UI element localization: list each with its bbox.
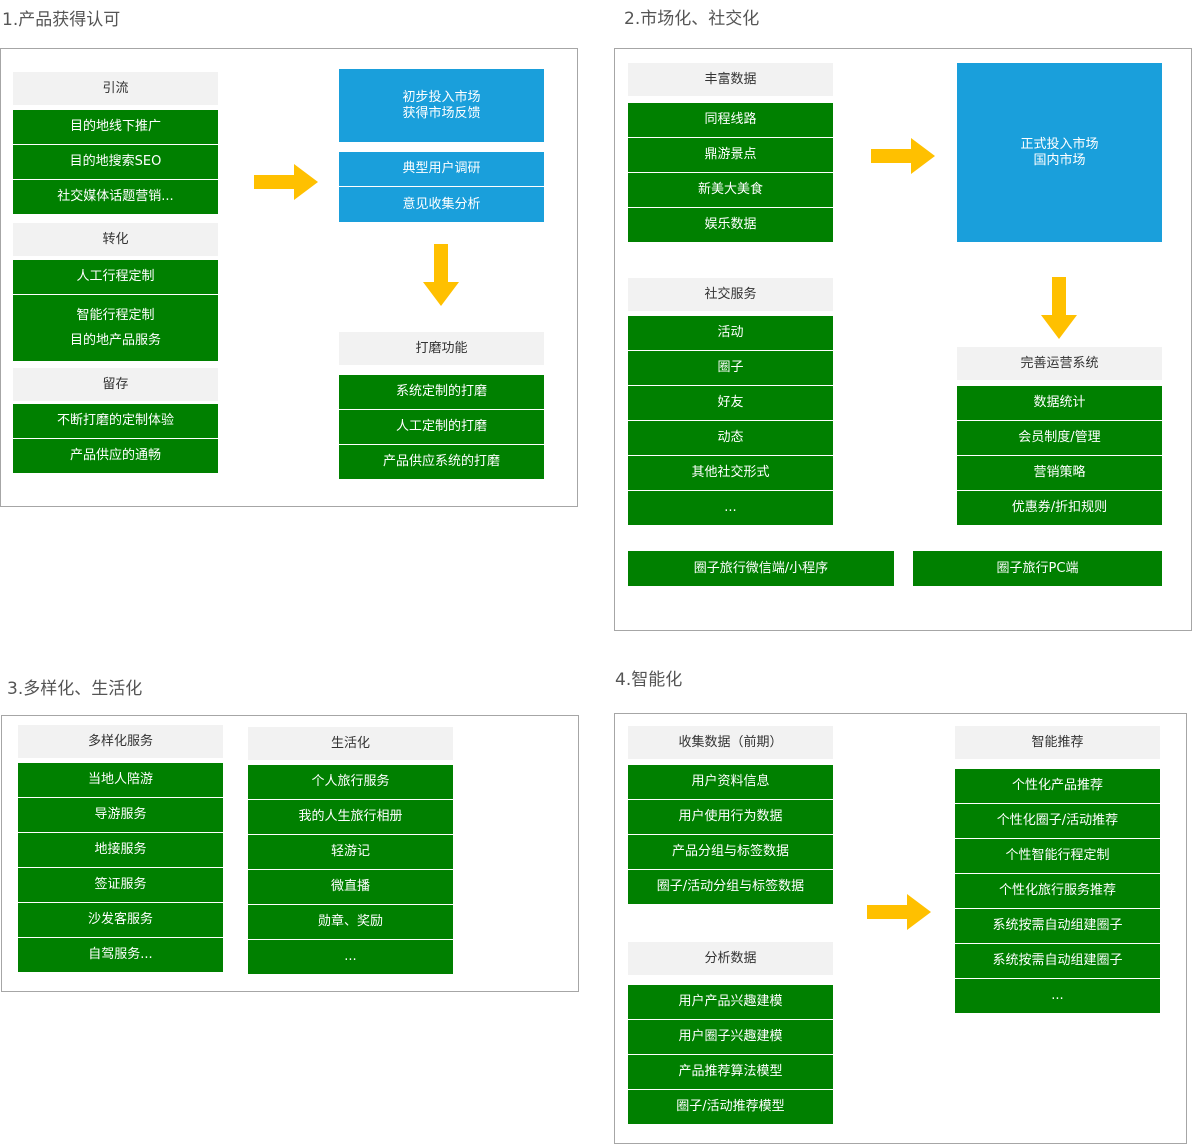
diverse-item: 导游服务 <box>18 797 223 832</box>
polish-item: 系统定制的打磨 <box>339 375 544 409</box>
recommend-header: 智能推荐 <box>955 726 1160 759</box>
diverse-item: 自驾服务... <box>18 937 223 972</box>
analyze-item: 用户圈子兴趣建模 <box>628 1019 833 1054</box>
life-item: 我的人生旅行相册 <box>248 799 453 834</box>
recommend-item: ... <box>955 978 1160 1013</box>
social-item: 其他社交形式 <box>628 455 833 490</box>
arrow-right-icon <box>871 138 935 174</box>
social-item: ... <box>628 490 833 525</box>
formal-market-line: 国内市场 <box>1033 152 1086 168</box>
social-item: 圈子 <box>628 350 833 385</box>
collect-item: 用户使用行为数据 <box>628 799 833 834</box>
analyze-item: 圈子/活动推荐模型 <box>628 1089 833 1124</box>
section-1-title: 1.产品获得认可 <box>2 10 121 30</box>
initial-market-box: 初步投入市场 获得市场反馈 <box>339 69 544 142</box>
arrow-right-icon <box>867 894 931 930</box>
yinliu-item: 社交媒体话题营销... <box>13 179 218 214</box>
collect-item: 圈子/活动分组与标签数据 <box>628 869 833 904</box>
recommend-item: 系统按需自动组建圈子 <box>955 943 1160 978</box>
data-header: 丰富数据 <box>628 63 833 96</box>
research-item: 意见收集分析 <box>339 186 544 222</box>
section-4-title: 4.智能化 <box>615 670 683 690</box>
social-item: 好友 <box>628 385 833 420</box>
formal-market-line: 正式投入市场 <box>1020 136 1099 152</box>
polish-item: 人工定制的打磨 <box>339 409 544 444</box>
diverse-item: 地接服务 <box>18 832 223 867</box>
platform-pc: 圈子旅行PC端 <box>913 551 1162 586</box>
recommend-item: 个性化旅行服务推荐 <box>955 873 1160 908</box>
recommend-item: 系统按需自动组建圈子 <box>955 908 1160 943</box>
diverse-header: 多样化服务 <box>18 725 223 758</box>
research-item: 典型用户调研 <box>339 152 544 186</box>
ops-item: 数据统计 <box>957 386 1162 420</box>
life-item: ... <box>248 939 453 974</box>
diverse-item: 当地人陪游 <box>18 763 223 797</box>
polish-item: 产品供应系统的打磨 <box>339 444 544 479</box>
data-item: 鼎游景点 <box>628 137 833 172</box>
data-item: 同程线路 <box>628 103 833 137</box>
collect-header: 收集数据（前期） <box>628 726 833 759</box>
ops-header: 完善运营系统 <box>957 347 1162 380</box>
life-item: 勋章、奖励 <box>248 904 453 939</box>
arrow-down-icon <box>423 244 459 306</box>
collect-item: 用户资料信息 <box>628 765 833 799</box>
zhuanhua-item: 目的地产品服务 <box>69 332 161 348</box>
ops-item: 营销策略 <box>957 455 1162 490</box>
arrow-right-icon <box>254 164 318 200</box>
ops-item: 会员制度/管理 <box>957 420 1162 455</box>
life-header: 生活化 <box>248 727 453 760</box>
data-item: 新美大美食 <box>628 172 833 207</box>
zhuanhua-item-group: 智能行程定制 目的地产品服务 <box>13 294 218 361</box>
recommend-item: 个性化产品推荐 <box>955 769 1160 803</box>
polish-header: 打磨功能 <box>339 332 544 365</box>
data-item: 娱乐数据 <box>628 207 833 242</box>
yinliu-item: 目的地搜索SEO <box>13 144 218 179</box>
liucun-item: 产品供应的通畅 <box>13 438 218 473</box>
collect-item: 产品分组与标签数据 <box>628 834 833 869</box>
social-item: 动态 <box>628 420 833 455</box>
social-item: 活动 <box>628 316 833 350</box>
recommend-item: 个性化圈子/活动推荐 <box>955 803 1160 838</box>
social-header: 社交服务 <box>628 278 833 311</box>
ops-item: 优惠券/折扣规则 <box>957 490 1162 525</box>
initial-market-line: 获得市场反馈 <box>402 105 481 121</box>
life-item: 个人旅行服务 <box>248 765 453 799</box>
zhuanhua-item: 人工行程定制 <box>13 260 218 294</box>
liucun-header: 留存 <box>13 368 218 401</box>
yinliu-header: 引流 <box>13 72 218 105</box>
yinliu-item: 目的地线下推广 <box>13 110 218 144</box>
analyze-item: 产品推荐算法模型 <box>628 1054 833 1089</box>
zhuanhua-item: 智能行程定制 <box>76 307 155 323</box>
arrow-down-icon <box>1041 277 1077 339</box>
analyze-header: 分析数据 <box>628 942 833 975</box>
diverse-item: 沙发客服务 <box>18 902 223 937</box>
diverse-item: 签证服务 <box>18 867 223 902</box>
analyze-item: 用户产品兴趣建模 <box>628 985 833 1019</box>
zhuanhua-header: 转化 <box>13 223 218 256</box>
formal-market-box: 正式投入市场 国内市场 <box>957 63 1162 242</box>
section-2-title: 2.市场化、社交化 <box>624 9 760 29</box>
section-3-title: 3.多样化、生活化 <box>7 679 143 699</box>
liucun-item: 不断打磨的定制体验 <box>13 404 218 438</box>
life-item: 轻游记 <box>248 834 453 869</box>
recommend-item: 个性智能行程定制 <box>955 838 1160 873</box>
platform-wechat: 圈子旅行微信端/小程序 <box>628 551 894 586</box>
initial-market-line: 初步投入市场 <box>402 89 481 105</box>
life-item: 微直播 <box>248 869 453 904</box>
